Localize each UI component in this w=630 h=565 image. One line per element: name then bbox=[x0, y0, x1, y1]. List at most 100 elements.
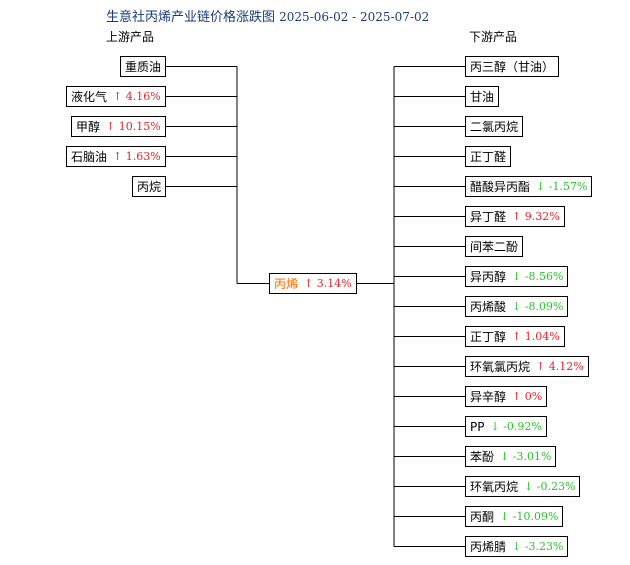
downstream-node[interactable]: PP ↓ -0.92% bbox=[465, 416, 547, 437]
downstream-node[interactable]: 丙烯酸 ↓ -8.09% bbox=[465, 296, 569, 317]
arrow-up-icon: ↑ bbox=[512, 330, 525, 343]
arrow-up-icon: ↑ bbox=[304, 277, 317, 290]
node-name: PP bbox=[470, 419, 485, 434]
upstream-node[interactable]: 液化气 ↑ 4.16% bbox=[66, 86, 166, 107]
chart-title: 生意社丙烯产业链价格涨跌图 2025-06-02 - 2025-07-02 bbox=[106, 6, 429, 25]
change-value: 4.16% bbox=[125, 90, 161, 103]
downstream-node[interactable]: 丙三醇（甘油） bbox=[465, 56, 560, 77]
fall-change: ↓ -10.09% bbox=[500, 510, 558, 523]
change-value: 1.04% bbox=[524, 330, 560, 343]
arrow-down-icon: ↓ bbox=[512, 540, 525, 553]
downstream-node[interactable]: 正丁醇 ↑ 1.04% bbox=[465, 326, 565, 347]
arrow-down-icon: ↓ bbox=[536, 180, 549, 193]
downstream-node[interactable]: 环氧氯丙烷 ↑ 4.12% bbox=[465, 356, 589, 377]
arrow-up-icon: ↑ bbox=[113, 150, 126, 163]
node-name: 正丁醇 bbox=[470, 330, 507, 344]
rise-change: ↑ 4.12% bbox=[536, 360, 584, 373]
node-name: 甲醇 bbox=[76, 120, 101, 134]
node-name: 苯酚 bbox=[470, 450, 495, 464]
fall-change: ↓ -3.01% bbox=[500, 450, 551, 463]
downstream-node[interactable]: 醋酸异丙酯 ↓ -1.57% bbox=[465, 176, 593, 197]
change-value: -0.92% bbox=[503, 420, 542, 433]
downstream-node[interactable]: 丙烯腈 ↓ -3.23% bbox=[465, 536, 569, 557]
node-name: 重质油 bbox=[125, 60, 162, 74]
title-main: 生意社丙烯产业链价格涨跌图 bbox=[106, 10, 276, 25]
rise-change: ↑ 4.16% bbox=[113, 90, 161, 103]
node-name: 异辛醇 bbox=[470, 390, 507, 404]
upstream-node[interactable]: 重质油 bbox=[120, 56, 167, 77]
node-name: 异丁醛 bbox=[470, 210, 507, 224]
arrow-up-icon: ↑ bbox=[106, 120, 119, 133]
change-value: 1.63% bbox=[125, 150, 161, 163]
downstream-node[interactable]: 二氯丙烷 bbox=[465, 116, 524, 137]
fall-change: ↓ -3.23% bbox=[512, 540, 563, 553]
downstream-header: 下游产品 bbox=[469, 30, 518, 44]
arrow-up-icon: ↑ bbox=[113, 90, 126, 103]
upstream-node[interactable]: 丙烷 bbox=[132, 176, 167, 197]
change-value: 9.32% bbox=[524, 210, 560, 223]
arrow-up-icon: ↑ bbox=[512, 210, 525, 223]
node-name: 丙三醇（甘油） bbox=[470, 60, 555, 74]
rise-change: ↑ 0% bbox=[512, 390, 542, 403]
downstream-node[interactable]: 异丁醛 ↑ 9.32% bbox=[465, 206, 565, 227]
node-name: 环氧氯丙烷 bbox=[470, 360, 531, 374]
fall-change: ↓ -0.23% bbox=[524, 480, 575, 493]
change-value: -0.23% bbox=[536, 480, 576, 493]
arrow-down-icon: ↓ bbox=[524, 480, 537, 493]
rise-change: ↑ 3.14% bbox=[304, 277, 352, 290]
downstream-node[interactable]: 丙酮 ↓ -10.09% bbox=[465, 506, 564, 527]
upstream-node[interactable]: 甲醇 ↑ 10.15% bbox=[71, 116, 166, 137]
node-name: 间苯二酚 bbox=[470, 240, 519, 254]
fall-change: ↓ -0.92% bbox=[490, 420, 541, 433]
downstream-node[interactable]: 间苯二酚 bbox=[465, 236, 524, 257]
node-name: 丙烯 bbox=[274, 277, 299, 291]
change-value: -3.23% bbox=[524, 540, 564, 553]
node-name: 醋酸异丙酯 bbox=[470, 180, 531, 194]
node-name: 丙烯腈 bbox=[470, 540, 507, 554]
node-name: 丙酮 bbox=[470, 510, 495, 524]
change-value: -8.56% bbox=[524, 270, 564, 283]
arrow-down-icon: ↓ bbox=[500, 510, 513, 523]
rise-change: ↑ 10.15% bbox=[106, 120, 161, 133]
node-name: 二氯丙烷 bbox=[470, 120, 519, 134]
downstream-node[interactable]: 苯酚 ↓ -3.01% bbox=[465, 446, 557, 467]
change-value: -10.09% bbox=[512, 510, 559, 523]
change-value: -3.01% bbox=[512, 450, 552, 463]
change-value: 0% bbox=[524, 390, 543, 403]
arrow-down-icon: ↓ bbox=[512, 300, 525, 313]
arrow-down-icon: ↓ bbox=[490, 420, 504, 433]
fall-change: ↓ -1.57% bbox=[536, 180, 587, 193]
center-node[interactable]: 丙烯 ↑ 3.14% bbox=[269, 273, 357, 294]
node-name: 石脑油 bbox=[71, 150, 108, 164]
change-value: 10.15% bbox=[118, 120, 161, 133]
upstream-header: 上游产品 bbox=[106, 30, 155, 44]
arrow-down-icon: ↓ bbox=[512, 270, 525, 283]
node-name: 液化气 bbox=[71, 90, 108, 104]
change-value: -8.09% bbox=[524, 300, 564, 313]
node-name: 丙烷 bbox=[137, 180, 162, 194]
change-value: 4.12% bbox=[548, 360, 584, 373]
title-dates: 2025-06-02 - 2025-07-02 bbox=[279, 10, 430, 24]
rise-change: ↑ 1.63% bbox=[113, 150, 161, 163]
downstream-node[interactable]: 异辛醇 ↑ 0% bbox=[465, 386, 548, 407]
node-name: 正丁醛 bbox=[470, 150, 507, 164]
arrow-up-icon: ↑ bbox=[536, 360, 549, 373]
change-value: -1.57% bbox=[548, 180, 588, 193]
node-name: 异丙醇 bbox=[470, 270, 507, 284]
downstream-node[interactable]: 甘油 bbox=[465, 86, 500, 107]
fall-change: ↓ -8.56% bbox=[512, 270, 563, 283]
node-name: 丙烯酸 bbox=[470, 300, 507, 314]
downstream-node[interactable]: 异丙醇 ↓ -8.56% bbox=[465, 266, 569, 287]
arrow-down-icon: ↓ bbox=[500, 450, 513, 463]
upstream-node[interactable]: 石脑油 ↑ 1.63% bbox=[66, 146, 166, 167]
rise-change: ↑ 1.04% bbox=[512, 330, 560, 343]
downstream-node[interactable]: 正丁醛 bbox=[465, 146, 512, 167]
node-name: 甘油 bbox=[470, 90, 495, 104]
downstream-node[interactable]: 环氧丙烷 ↓ -0.23% bbox=[465, 476, 581, 497]
fall-change: ↓ -8.09% bbox=[512, 300, 563, 313]
change-value: 3.14% bbox=[316, 277, 352, 290]
arrow-up-icon: ↑ bbox=[512, 390, 525, 403]
node-name: 环氧丙烷 bbox=[470, 480, 519, 494]
rise-change: ↑ 9.32% bbox=[512, 210, 560, 223]
